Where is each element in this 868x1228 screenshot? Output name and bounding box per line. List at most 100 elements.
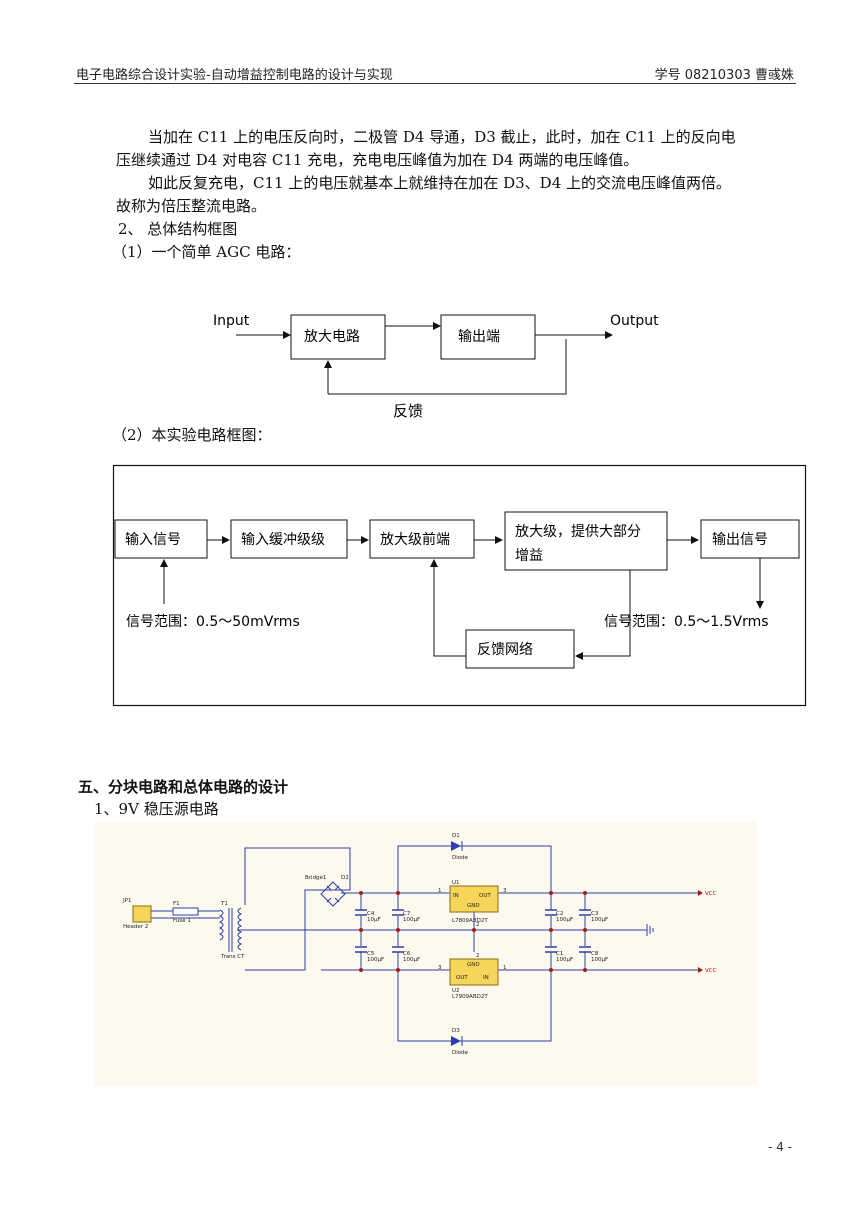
cap-c1-label: C1 <box>556 951 563 957</box>
main-amp-label-1: 放大级，提供大部分 <box>515 524 641 540</box>
ground-icon <box>646 924 654 936</box>
feedback-path <box>328 339 567 395</box>
input-buffer-block <box>230 519 348 559</box>
cap-c4-label: C4 <box>367 911 375 917</box>
vcc-arrow-icon <box>698 890 703 896</box>
schematic-background <box>95 822 757 1086</box>
feedback-network-block <box>465 629 575 669</box>
input-signal-block <box>114 519 208 559</box>
u2-out: OUT <box>456 975 468 981</box>
diode-d1-symbol <box>451 841 461 851</box>
u2-label: U2 <box>452 988 460 994</box>
header-label: Header 2 <box>123 924 148 930</box>
cap-c5-label: C5 <box>367 951 375 957</box>
bridge-rectifier-symbol <box>320 881 346 907</box>
header-rule <box>74 83 796 84</box>
fuse-symbol <box>172 907 199 916</box>
cap-c7-value: 100μF <box>403 917 420 923</box>
junction-dots <box>359 891 587 972</box>
cap-c6-value: 100μF <box>403 957 420 963</box>
u2-pin-2: 2 <box>476 953 480 959</box>
regulator-u1 <box>449 885 499 913</box>
paragraph-line-2: 压继续通过 D4 对电容 C11 充电，充电电压峰值为加在 D4 两端的电压峰值… <box>116 151 639 169</box>
amplifier-block <box>290 314 386 360</box>
amplifier-label: 放大电路 <box>304 329 360 345</box>
jp1-label: JP1 <box>122 898 131 904</box>
u1-pin-3: 3 <box>503 888 507 894</box>
schematic-wires <box>151 845 700 1042</box>
output-stage-block <box>440 314 536 360</box>
cap-c8-label: C8 <box>591 951 599 957</box>
vcc-label-bottom: VCC <box>705 968 717 974</box>
cap-c3-label: C3 <box>591 911 599 917</box>
cap-c6-label: C6 <box>403 951 411 957</box>
cap-c2-value: 100μF <box>556 917 573 923</box>
cap-c1-value: 100μF <box>556 957 573 963</box>
diode-d3-symbol <box>451 1036 461 1046</box>
paragraph-line-4: 故称为倍压整流电路。 <box>116 197 267 215</box>
fuse-label: Fuse 1 <box>173 918 191 924</box>
d1-type: Diode <box>452 855 469 861</box>
vcc-label-top: VCC <box>705 891 717 897</box>
page-number: - 4 - <box>768 1140 792 1154</box>
input-buffer-label: 输入缓冲级级 <box>241 532 325 548</box>
input-label: Input <box>213 313 250 329</box>
u2-pin-1: 1 <box>503 965 507 971</box>
paragraph-line-3: 如此反复充电，C11 上的电压就基本上就维持在加在 D3、D4 上的交流电压峰值… <box>148 174 732 192</box>
main-to-feedback-path <box>575 570 631 660</box>
output-range-label: 信号范围：0.5～1.5Vrms <box>604 613 769 630</box>
u1-out: OUT <box>479 893 491 899</box>
input-range-label: 信号范围：0.5～50mVrms <box>126 613 300 630</box>
d3-label: D3 <box>452 1028 460 1034</box>
feedback-label: 反馈 <box>393 402 423 420</box>
heading-overall-structure: 2、 总体结构框图 <box>118 220 238 238</box>
output-signal-label: 输出信号 <box>712 532 768 548</box>
cap-c5-value: 100μF <box>367 957 384 963</box>
main-amp-label-2: 增益 <box>515 548 543 564</box>
vcc-arrow-icon-2 <box>698 967 703 973</box>
u1-part: L7809ABD2T <box>452 918 488 924</box>
feedback-network-label: 反馈网络 <box>477 642 533 658</box>
u2-part: L7909ABD2T <box>452 994 488 1000</box>
d1-label: D1 <box>452 833 460 839</box>
experiment-block-diagram: 输入信号 输入缓冲级级 放大级前端 放大级，提供大部分 增益 输出信号 信号范围… <box>112 464 807 707</box>
subheading-experiment-diagram: （2）本实验电路框图： <box>112 426 272 444</box>
main-amp-block <box>504 511 668 571</box>
d3-type: Diode <box>452 1050 469 1056</box>
header-student-id: 学号 08210303 曹彧姝 <box>654 68 794 83</box>
t1-label: T1 <box>220 901 228 907</box>
output-stage-label: 输出端 <box>458 329 500 345</box>
feedback-to-preamp-path <box>430 559 466 657</box>
u2-gnd: GND <box>467 962 480 968</box>
f1-label: F1 <box>173 901 180 907</box>
trans-label: Trans CT <box>220 954 245 960</box>
paragraph-line-1: 当加在 C11 上的电压反向时，二极管 D4 导通，D3 截止，此时，加在 C1… <box>148 128 736 146</box>
u1-pin-1: 1 <box>438 888 442 894</box>
header-connector <box>132 905 152 923</box>
transformer-symbol <box>218 907 243 952</box>
subheading-simple-agc: （1）一个简单 AGC 电路： <box>112 243 301 261</box>
cap-c2-label: C2 <box>556 911 563 917</box>
pre-amp-block <box>369 519 475 559</box>
u2-pin-3: 3 <box>438 965 442 971</box>
cap-c4-value: 10μF <box>367 917 381 923</box>
u1-label: U1 <box>452 880 460 886</box>
section-5-1-heading: 1、9V 稳压源电路 <box>94 800 219 818</box>
cap-c3-value: 100μF <box>591 917 608 923</box>
u2-in: IN <box>483 975 489 981</box>
section-5-heading: 五、分块电路和总体电路的设计 <box>78 778 289 796</box>
simple-agc-diagram: Input 放大电路 输出端 Output 反馈 <box>213 313 659 420</box>
d2-label: D2 <box>341 875 349 881</box>
cap-c7-label: C7 <box>403 911 411 917</box>
input-signal-label: 输入信号 <box>125 532 181 548</box>
u1-gnd: GND <box>467 903 480 909</box>
bridge-label: Bridge1 <box>305 875 326 881</box>
regulator-schematic: JP1 Header 2 F1 Fuse 1 T1 Trans CT Bridg… <box>95 822 757 1086</box>
u1-in: IN <box>453 893 459 899</box>
capacitor-plates <box>355 909 591 953</box>
output-label: Output <box>610 313 659 329</box>
cap-c8-value: 100μF <box>591 957 608 963</box>
regulator-u2 <box>449 958 499 986</box>
pre-amp-label: 放大级前端 <box>380 531 450 548</box>
u1-pin-2: 2 <box>476 922 480 928</box>
